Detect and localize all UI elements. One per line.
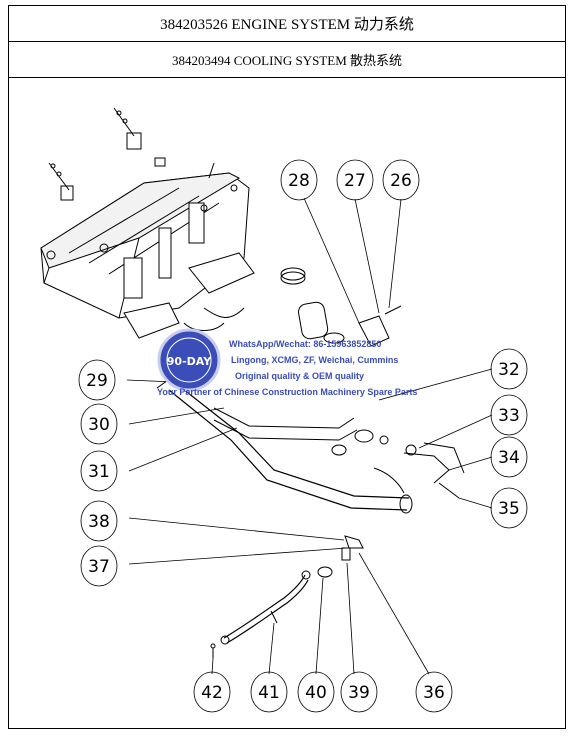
callout-36: 36	[423, 683, 445, 703]
callout-37: 37	[88, 557, 110, 577]
callout-circles	[78, 159, 528, 713]
parts-diagram: 28 27 26 29 32 30 33 31 34 35 38 37 42 4…	[9, 78, 565, 728]
exploded-view-svg: 28 27 26 29 32 30 33 31 34 35 38 37 42 4…	[40, 107, 528, 713]
mounting-bolts	[48, 107, 142, 201]
cooling-system-title: 384203494 COOLING SYSTEM 散热系统	[9, 42, 565, 78]
radiator-assembly	[40, 157, 255, 339]
watermark-line-2: Lingong, XCMG, ZF, Weichai, Cummins	[231, 355, 398, 365]
engine-system-title: 384203526 ENGINE SYSTEM 动力系统	[9, 6, 565, 42]
callout-32: 32	[498, 360, 520, 380]
coolant-pipe	[156, 377, 465, 514]
callout-35: 35	[498, 499, 520, 519]
drain-line-assembly	[210, 535, 364, 658]
warranty-badge-icon: 90-DAY	[157, 328, 221, 392]
watermark-line-1: WhatsApp/Wechat: 86-15963852850	[229, 339, 381, 349]
callout-26: 26	[390, 171, 412, 191]
callout-38: 38	[88, 512, 110, 532]
upper-hose-clamps	[280, 267, 402, 347]
drawing-frame: 384203526 ENGINE SYSTEM 动力系统 384203494 C…	[8, 5, 566, 729]
callout-41: 41	[258, 683, 280, 703]
watermark-line-4: Your Partner of Chinese Construction Mac…	[157, 387, 417, 397]
callout-30: 30	[88, 415, 110, 435]
watermark-line-3: Original quality & OEM quality	[235, 371, 364, 381]
callout-27: 27	[344, 171, 366, 191]
callout-39: 39	[348, 683, 370, 703]
callout-34: 34	[498, 448, 520, 468]
badge-text: 90-DAY	[167, 355, 212, 368]
callout-29: 29	[86, 371, 108, 391]
callout-42: 42	[201, 683, 223, 703]
callout-31: 31	[88, 462, 110, 482]
watermark: 90-DAY WhatsApp/Wechat: 86-15963852850 L…	[157, 328, 417, 397]
callout-28: 28	[288, 171, 310, 191]
callout-40: 40	[305, 683, 327, 703]
callout-33: 33	[498, 406, 520, 426]
leader-lines	[126, 197, 493, 675]
callout-numbers: 28 27 26 29 32 30 33 31 34 35 38 37 42 4…	[86, 171, 520, 703]
